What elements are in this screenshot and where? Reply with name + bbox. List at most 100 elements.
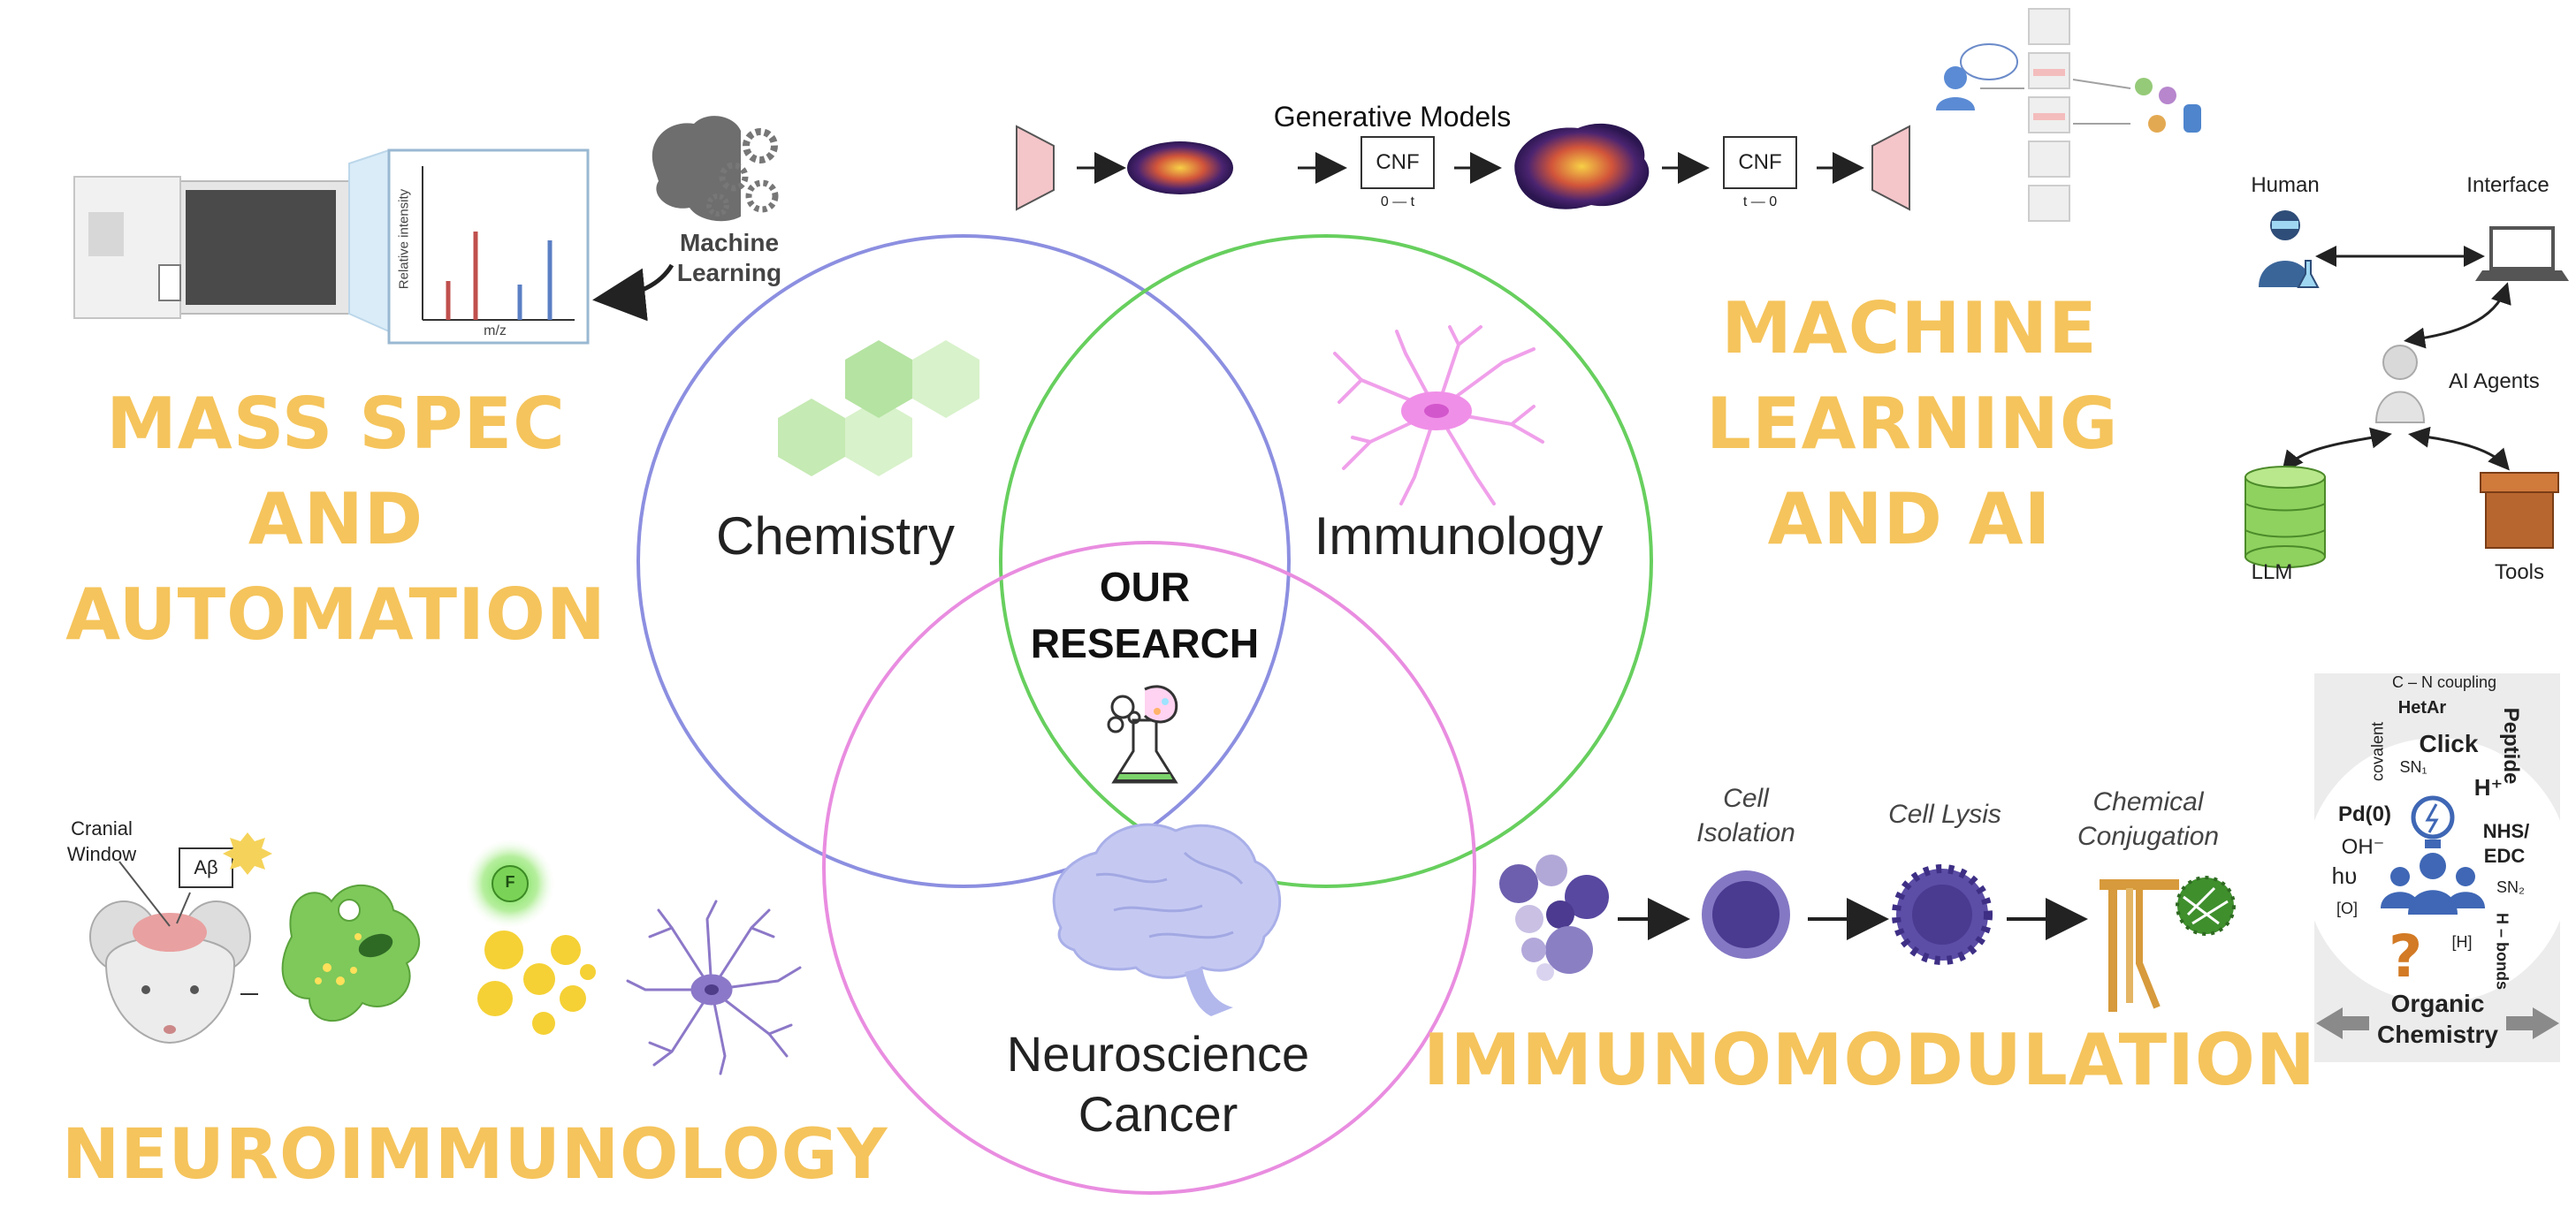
- ml-title-line-3: AND AI: [1767, 478, 2052, 560]
- venn-diagram: [636, 234, 1653, 1195]
- agent-tools-link: [2408, 426, 2510, 471]
- cnf-box-1: [1360, 136, 1435, 189]
- hv-label: hυ: [2331, 862, 2358, 889]
- organic-title-line-1: Organic: [2390, 990, 2485, 1017]
- amyloid-particles: [477, 931, 596, 1035]
- conjugation-line-1: Chemical: [2092, 787, 2204, 817]
- conjugation-line-2: Conjugation: [2077, 822, 2220, 851]
- h-plus-label: H⁺: [2473, 774, 2504, 801]
- ml-title-line-2: LEARNING: [1706, 383, 2119, 465]
- right-gray-arrow: [2506, 1007, 2559, 1039]
- cancer-label: Cancer: [1078, 1086, 1238, 1142]
- sn1-label: SN₁: [2399, 758, 2427, 776]
- mass-spec-title: MASS SPEC AND AUTOMATION: [62, 389, 610, 650]
- cnf-box-2: [1723, 136, 1797, 189]
- sn2-label: SN₂: [2496, 878, 2525, 896]
- machine-learning-title: MACHINE LEARNING AND AI: [1706, 287, 2119, 560]
- covalent-label: covalent: [2368, 721, 2387, 782]
- our-research-line-2: RESEARCH: [1030, 620, 1260, 667]
- agent-workflow-graphic: [1936, 8, 2201, 222]
- llm-label: LLM: [2251, 560, 2293, 584]
- cnf-time-1: 0 — t: [1380, 194, 1415, 209]
- hetar-label: HetAr: [2397, 698, 2447, 718]
- left-gray-arrow: [2316, 1007, 2369, 1039]
- neuroscience-label: Neuroscience: [1006, 1026, 1310, 1082]
- h-bonds-label: H – bonds: [2493, 912, 2511, 990]
- cn-coupling-label: C – N coupling: [2391, 673, 2497, 691]
- cell-lysis-label: Cell Lysis: [1888, 800, 2001, 829]
- ml-label: Machine Learning: [663, 228, 796, 287]
- neuroimmunology-title: NEUROIMMUNOLOGY: [62, 1115, 888, 1195]
- decoder-trapezoid-right: [1871, 125, 1910, 211]
- brain-icon: [1052, 823, 1282, 1016]
- question-mark-icon: ?: [2389, 923, 2422, 991]
- cranial-line-2: Window: [66, 842, 137, 865]
- starburst-icon: [223, 832, 272, 875]
- immune-cells-cluster: [1499, 855, 1609, 981]
- human-label: Human: [2251, 173, 2320, 197]
- lightbulb-icon: [2411, 795, 2455, 848]
- agent-llm-link: [2282, 427, 2392, 473]
- conjugation-icon: [2100, 876, 2236, 1012]
- mass-spec-title-line-2: AND: [248, 478, 424, 560]
- mouse-icon: [89, 861, 251, 1045]
- lysed-cell-icon: [1892, 864, 1993, 965]
- ml-label-line-2: Learning: [676, 258, 782, 286]
- cnf-label-2: CNF: [1738, 150, 1782, 174]
- ai-agents-label: AI Agents: [2449, 369, 2540, 393]
- human-scientist-icon: [2259, 210, 2320, 288]
- cell-isolation-label: Cell Isolation: [1675, 781, 1817, 850]
- cranial-line-1: Cranial: [71, 817, 133, 840]
- interface-agent-link: [2404, 282, 2511, 349]
- h-label: [H]: [2451, 933, 2473, 951]
- cell-isolation-line-2: Isolation: [1696, 818, 1795, 847]
- chemistry-label: Chemistry: [715, 506, 956, 566]
- o-label: [O]: [2336, 900, 2358, 917]
- our-research-label: OUR RESEARCH: [1017, 558, 1273, 672]
- mass-spectrometer-icon: [73, 148, 390, 333]
- latent-distribution-1: [1127, 141, 1233, 194]
- oh-label: OH⁻: [2341, 835, 2385, 859]
- chemistry-hexagon-icon: [778, 340, 979, 476]
- ml-to-massspec-arrow: [592, 263, 674, 322]
- abeta-box: [179, 847, 233, 888]
- organic-title-line-2: Chemistry: [2377, 1021, 2498, 1048]
- nhs-label: NHS/: [2482, 820, 2530, 842]
- abeta-label: Aβ: [194, 856, 218, 878]
- llm-database-icon: [2244, 466, 2326, 568]
- laptop-interface-icon: [2475, 226, 2569, 281]
- generative-models-title: Generative Models: [1273, 101, 1512, 133]
- tools-label: Tools: [2494, 560, 2545, 584]
- team-people-icon: [2381, 853, 2485, 915]
- venn-circle-neuroscience: [822, 541, 1476, 1195]
- organic-chemistry-title: Organic Chemistry: [2360, 988, 2515, 1050]
- cnf-time-2: t — 0: [1742, 194, 1778, 209]
- immune-cell-icon: [1333, 325, 1544, 505]
- isolated-cell-icon: [1702, 870, 1790, 959]
- our-research-line-1: OUR: [1099, 564, 1191, 610]
- interface-label: Interface: [2466, 173, 2549, 197]
- venn-circle-immunology: [999, 234, 1653, 888]
- astrocyte-icon: [626, 900, 802, 1075]
- brain-gear-icon: [652, 116, 779, 222]
- decoder-trapezoid-left: [1016, 125, 1055, 211]
- cell-isolation-line-1: Cell: [1723, 784, 1769, 813]
- ai-agent-icon: [2374, 345, 2426, 423]
- spectrum-xlabel: m/z: [484, 323, 507, 338]
- generative-models-pipeline: [1016, 123, 1910, 211]
- pd0-label: Pd(0): [2338, 802, 2391, 826]
- click-label: Click: [2419, 730, 2479, 757]
- mass-spec-title-line-3: AUTOMATION: [65, 574, 606, 656]
- mass-spec-title-line-1: MASS SPEC: [106, 383, 566, 465]
- immunology-label: Immunology: [1314, 506, 1604, 566]
- fluorescent-marker-icon: [492, 865, 529, 902]
- venn-circle-chemistry: [636, 234, 1291, 888]
- immunomodulation-title: IMMUNOMODULATION: [1423, 1019, 2316, 1101]
- mass-spectrum-plot: [387, 148, 590, 345]
- cranial-window-label: Cranial Window: [53, 817, 150, 867]
- ml-label-line-1: Machine: [679, 229, 780, 256]
- ml-title-line-1: MACHINE: [1721, 287, 2098, 369]
- latent-distribution-2: [1514, 123, 1650, 209]
